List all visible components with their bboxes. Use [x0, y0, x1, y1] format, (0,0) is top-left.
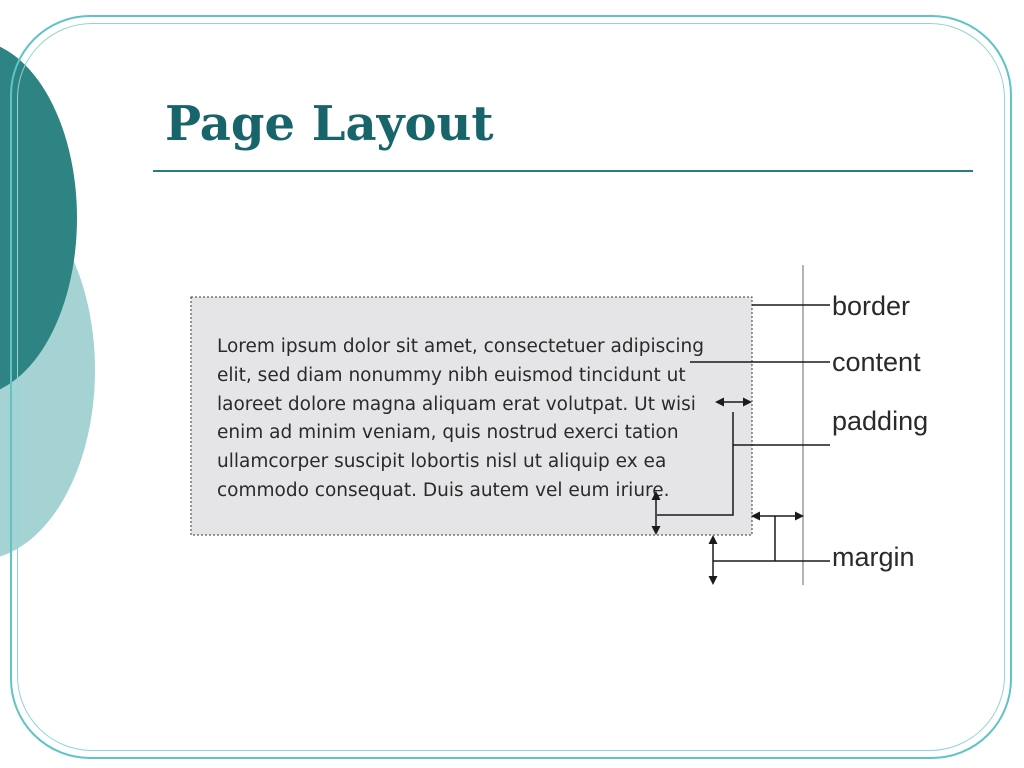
- slide-title: Page Layout: [165, 96, 494, 152]
- sample-text-line: ullamcorper suscipit lobortis nisl ut al…: [217, 451, 666, 472]
- slide-frame-inner: [17, 23, 1005, 751]
- padding-bracket: [657, 412, 734, 516]
- label-border: border: [832, 291, 910, 321]
- slide-frame-outer: [10, 15, 1012, 759]
- sample-text-line: enim ad minim veniam, quis nostrud exerc…: [217, 422, 679, 443]
- label-content: content: [832, 347, 921, 377]
- sample-text-line: elit, sed diam nonummy nibh euismod tinc…: [217, 365, 686, 386]
- label-margin: margin: [832, 542, 915, 572]
- sample-text-line: commodo consequat. Duis autem vel eum ir…: [217, 480, 670, 501]
- label-padding: padding: [832, 406, 928, 436]
- sample-text-line: laoreet dolore magna aliquam erat volutp…: [217, 394, 696, 415]
- title-underline: [153, 170, 973, 172]
- sample-text-line: Lorem ipsum dolor sit amet, consectetuer…: [217, 336, 704, 357]
